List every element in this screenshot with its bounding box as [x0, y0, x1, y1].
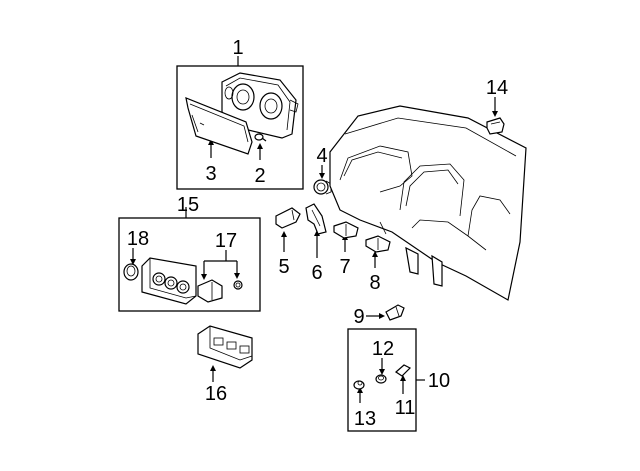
bulb-socket-part — [375, 374, 387, 384]
bulb-part-3 — [233, 280, 243, 290]
bulb-holder-part — [353, 380, 365, 390]
heater-control-part — [197, 325, 253, 369]
callout-10: 10 — [428, 370, 450, 392]
knob-part — [123, 263, 139, 281]
bulb-part — [385, 304, 405, 321]
callout-6: 6 — [311, 262, 322, 284]
switch-knob-part — [313, 179, 332, 195]
callout-7: 7 — [339, 256, 350, 278]
callout-14: 14 — [486, 77, 508, 99]
callout-5: 5 — [278, 256, 289, 278]
screw-part — [254, 133, 267, 142]
switch-part — [333, 221, 359, 239]
callout-1: 1 — [232, 37, 243, 59]
callout-15: 15 — [177, 194, 199, 216]
callout-13: 13 — [354, 408, 376, 430]
blower-switch-part — [197, 279, 223, 303]
callout-2: 2 — [254, 165, 265, 187]
bulb-part-2 — [395, 364, 412, 377]
dashboard-panel-part — [329, 105, 527, 301]
callout-4: 4 — [316, 145, 327, 167]
callout-8: 8 — [369, 272, 380, 294]
connector-part — [275, 207, 301, 229]
callout-11: 11 — [395, 397, 416, 419]
climate-control-group-box — [118, 217, 261, 312]
control-panel-part — [141, 257, 197, 305]
leader-arrows — [130, 97, 498, 403]
cluster-lens-part — [185, 97, 253, 155]
sensor-part — [486, 117, 505, 135]
cluster-group-box — [176, 65, 304, 190]
callout-3: 3 — [205, 163, 216, 185]
callout-9: 9 — [353, 306, 364, 328]
bracket-part — [305, 203, 327, 235]
callout-12: 12 — [372, 338, 394, 360]
callout-17: 17 — [215, 230, 237, 252]
callout-18: 18 — [127, 228, 149, 250]
callout-16: 16 — [205, 383, 227, 405]
switch-part-2 — [365, 235, 391, 253]
